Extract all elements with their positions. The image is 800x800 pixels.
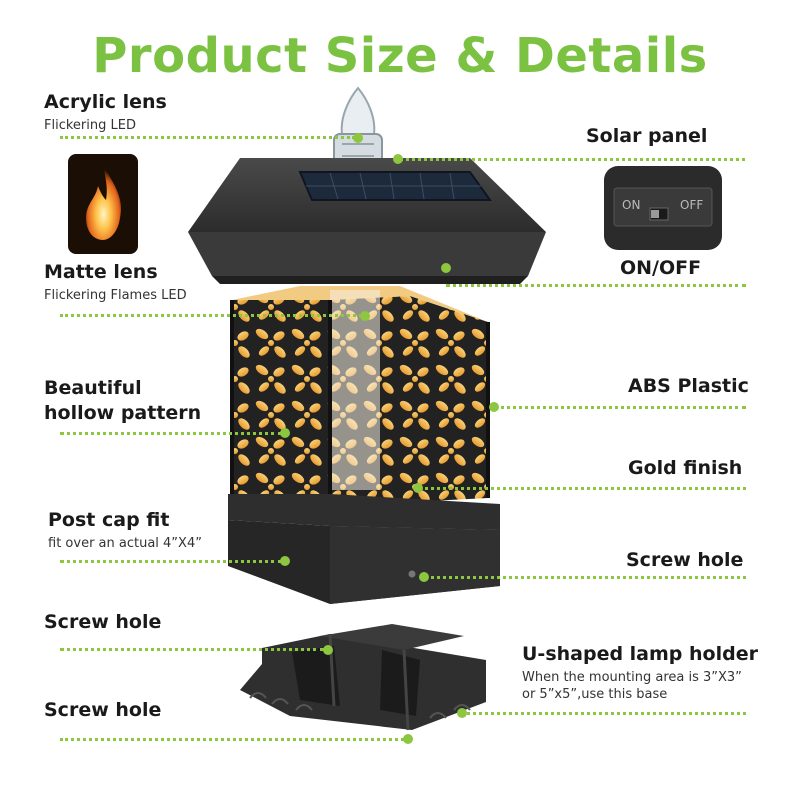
abs-plastic-leader: [494, 406, 746, 409]
acrylic-lens-label: Acrylic lens: [44, 91, 167, 113]
switch-off-text: OFF: [680, 198, 704, 212]
post-cap-label: Post cap fit: [48, 509, 170, 531]
on-off-leader: [446, 284, 746, 287]
page-title: Product Size & Details: [92, 28, 708, 84]
lantern-body-part: [230, 286, 490, 502]
hollow-pattern-leader: [60, 432, 282, 435]
gold-finish-leader: [418, 487, 746, 490]
u-holder-sub-1: When the mounting area is 3”X3”: [522, 670, 742, 685]
screw-hole-left-1-leader: [60, 648, 324, 651]
abs-plastic-marker: [489, 402, 499, 412]
screw-hole-left-1-marker: [323, 645, 333, 655]
flame-lens-thumbnail: [68, 154, 138, 254]
post-cap-marker: [280, 556, 290, 566]
post-cap-leader: [60, 560, 282, 563]
u-holder-marker: [457, 708, 467, 718]
matte-lens-sub: Flickering Flames LED: [44, 288, 187, 303]
screw-hole-right-leader: [424, 576, 746, 579]
on-off-marker: [441, 263, 451, 273]
acrylic-lens-sub: Flickering LED: [44, 118, 136, 133]
post-cap-base-part: [228, 494, 500, 604]
acrylic-lens-marker: [353, 133, 363, 143]
u-holder-label: U-shaped lamp holder: [522, 643, 758, 665]
gold-finish-marker: [413, 483, 423, 493]
on-off-switch-thumbnail: ON OFF: [604, 166, 722, 250]
matte-lens-marker: [360, 311, 370, 321]
toggle-switch-icon: [613, 187, 713, 227]
switch-on-text: ON: [622, 198, 641, 212]
screw-hole-left-1-label: Screw hole: [44, 611, 162, 633]
flame-icon: [86, 166, 122, 240]
hollow-pattern-marker: [280, 428, 290, 438]
gold-finish-label: Gold finish: [628, 457, 743, 479]
abs-plastic-label: ABS Plastic: [628, 375, 749, 397]
on-off-label: ON/OFF: [620, 257, 702, 279]
matte-lens-leader: [60, 314, 362, 317]
screw-hole-left-2-marker: [403, 734, 413, 744]
hollow-pattern-label-2: hollow pattern: [44, 402, 202, 424]
roof-part: [188, 158, 546, 284]
screw-hole-right-marker: [419, 572, 429, 582]
solar-panel-label: Solar panel: [586, 125, 708, 147]
u-holder-leader: [462, 712, 746, 715]
u-shaped-holder-part: [240, 624, 486, 731]
solar-panel-leader: [400, 158, 745, 161]
screw-hole-left-2-label: Screw hole: [44, 699, 162, 721]
screw-hole-right-label: Screw hole: [626, 549, 744, 571]
matte-lens-label: Matte lens: [44, 261, 158, 283]
screw-hole-left-2-leader: [60, 738, 404, 741]
post-cap-sub: fit over an actual 4”X4”: [48, 536, 202, 551]
acrylic-lens-leader: [60, 136, 355, 139]
u-holder-sub-2: or 5”x5”,use this base: [522, 687, 668, 702]
hollow-pattern-label-1: Beautiful: [44, 377, 142, 399]
solar-panel-marker: [393, 154, 403, 164]
